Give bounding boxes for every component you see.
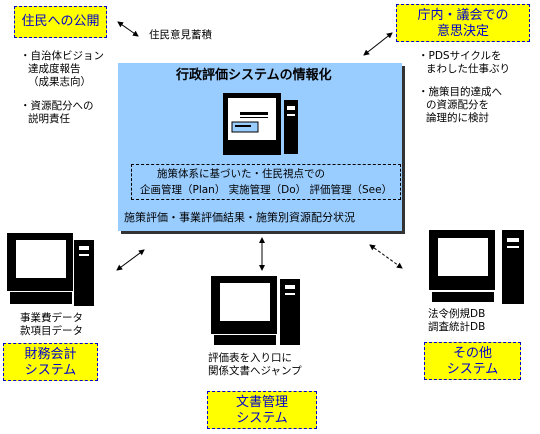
decision-note-2: ・施策目的達成へ の資源配分を 論理的に検討	[418, 86, 502, 124]
finance-computer-icon	[7, 233, 94, 306]
central-bottom-text: 施策評価・事業評価結果・施策別資源配分状況	[124, 211, 355, 224]
opinion-label: 住民意見蓄積	[149, 29, 212, 41]
central-title: 行政評価システムの情報化	[176, 68, 332, 83]
public-note-1: ・自治体ビジョン 達成度報告 （成果志向）	[20, 50, 104, 88]
management-cycle-box	[131, 164, 401, 200]
decision-label-line1: 庁内・議会での	[417, 8, 509, 23]
other-data-label: 法令例規DB 調査統計DB	[428, 308, 486, 333]
arrow-decision	[363, 32, 393, 56]
document-computer-icon	[211, 276, 300, 345]
other-computer-icon	[429, 230, 524, 304]
document-data-label: 評価表を入り口に 関係文書へジャンプ	[208, 352, 302, 377]
arrow-public	[117, 21, 139, 37]
finance-system-box: 財務会計 システム	[3, 343, 98, 381]
decision-label-line2: 意思決定	[436, 24, 489, 39]
arrow-finance	[116, 249, 145, 271]
document-system-box: 文書管理 システム	[207, 391, 317, 429]
arrow-other	[369, 244, 403, 269]
decision-box: 庁内・議会での 意思決定	[396, 4, 530, 42]
management-line2: 企画管理（Plan） 実施管理（Do） 評価管理（See）	[140, 184, 393, 196]
management-line1: 施策体系に基づいた・住民視点での	[157, 168, 325, 180]
central-computer-icon	[223, 93, 298, 155]
decision-note-1: ・PDSサイクルを まわした仕事ぶり	[418, 50, 510, 75]
public-disclosure-label: 住民への公開	[21, 14, 100, 29]
finance-data-label: 事業費データ 款項目データ	[20, 312, 83, 337]
other-system-box: その他 システム	[424, 342, 521, 380]
public-disclosure-box: 住民への公開	[14, 6, 107, 38]
public-note-2: ・資源配分への 説明責任	[20, 100, 94, 125]
